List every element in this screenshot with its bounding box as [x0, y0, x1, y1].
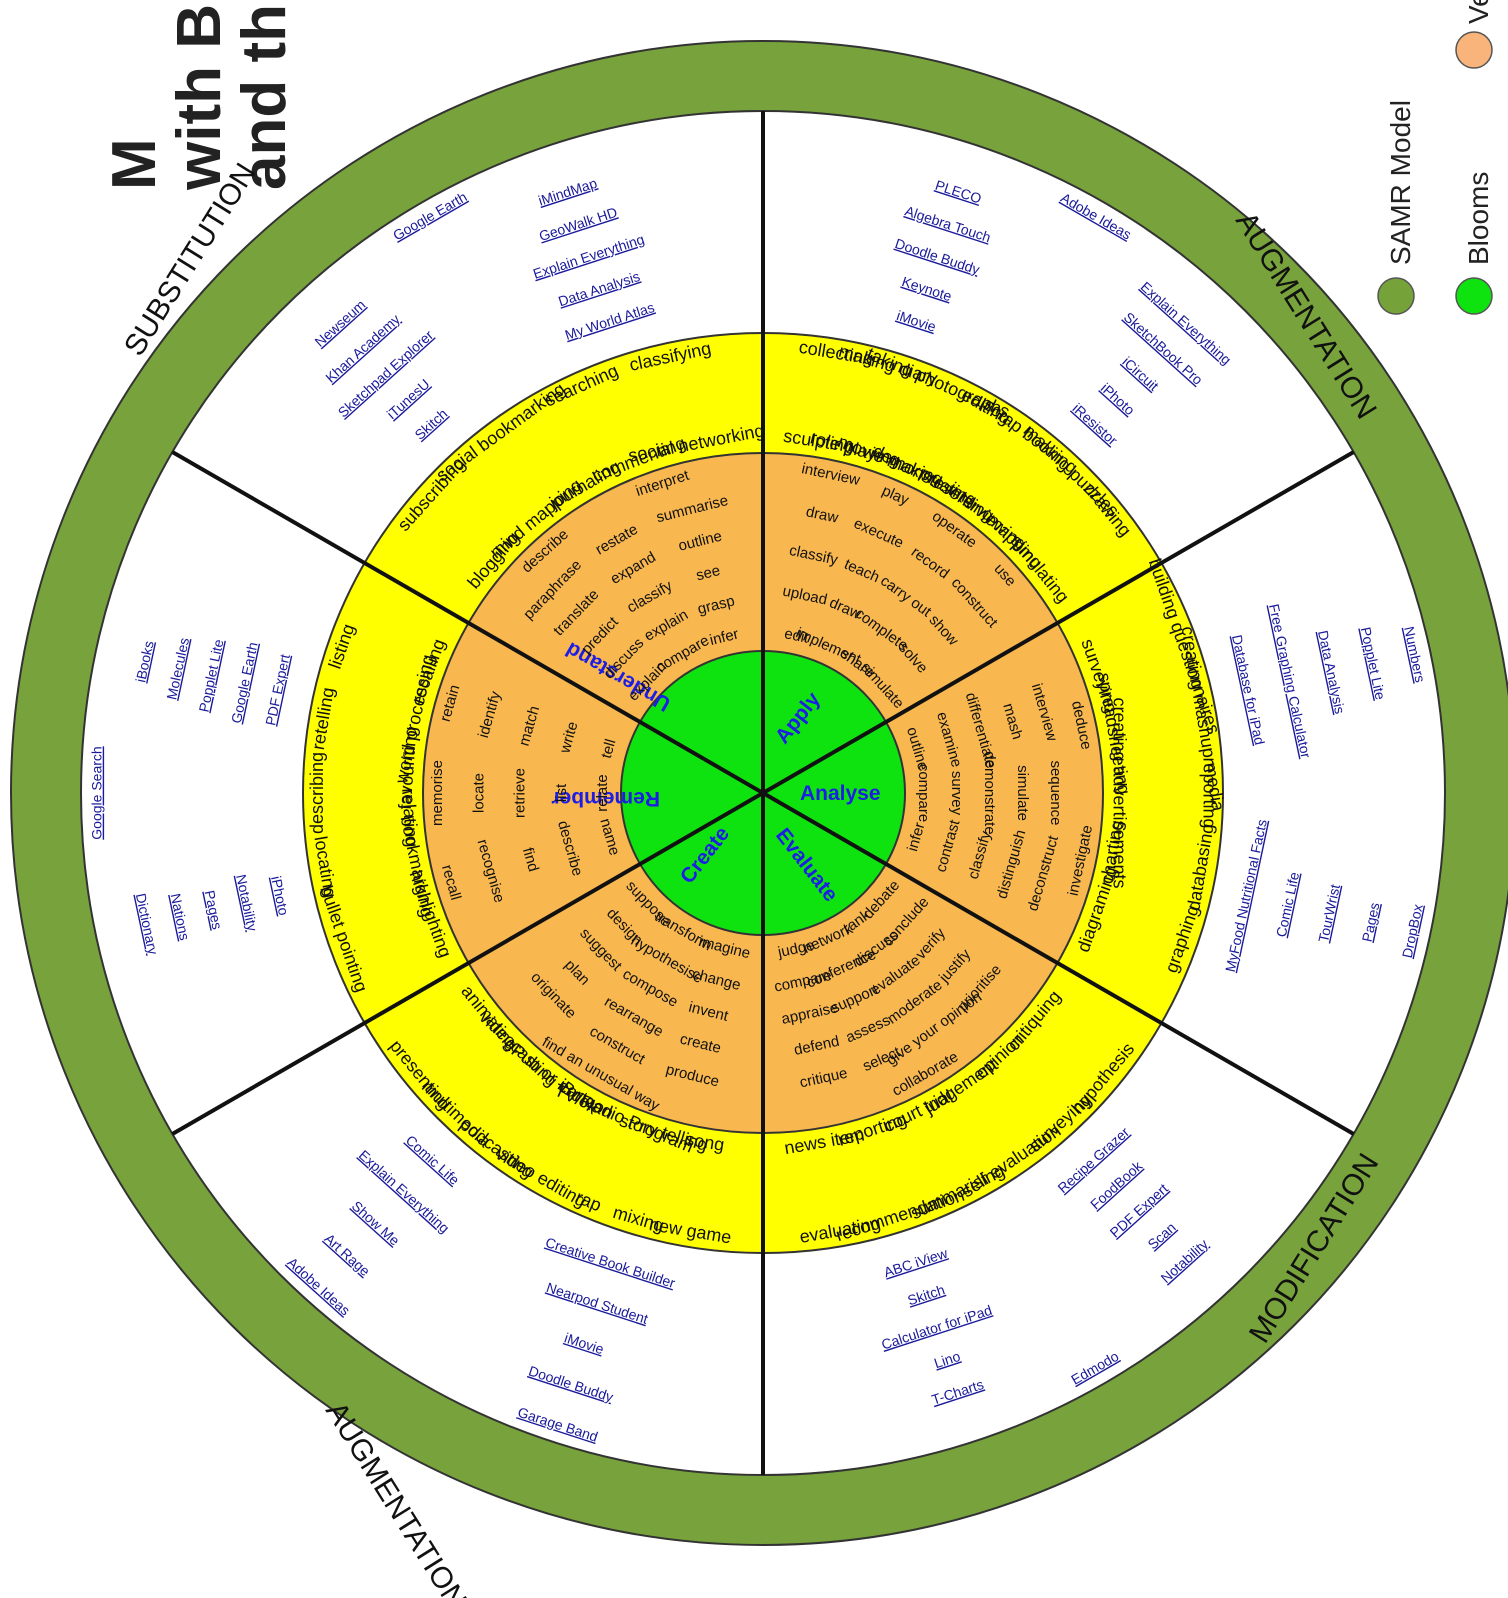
verb-remember-item: retrieve: [511, 768, 528, 818]
activity-analyse-item: reporting: [1199, 757, 1219, 828]
title-line-3: and th: [230, 4, 290, 190]
title-line-1: M: [100, 138, 169, 190]
legend: SAMR Model Blooms Ve: [1377, 0, 1494, 315]
app-remember-item[interactable]: Google Search: [89, 746, 105, 839]
sector-dividers: [171, 111, 1355, 1475]
verb-remember-item: relate: [594, 774, 611, 812]
verb-remember-item: locate: [470, 773, 487, 813]
legend-swatch-blooms: [1455, 277, 1493, 315]
legend-swatch-verbs: [1455, 31, 1493, 69]
title-block: M with B and th: [0, 0, 290, 190]
legend-label-samr: SAMR Model: [1385, 100, 1416, 265]
verb-understand-item: see: [694, 562, 722, 584]
verb-understand-item: infer: [708, 626, 740, 650]
sector-divider: [171, 791, 765, 1136]
verb-remember-item: find: [519, 846, 542, 874]
verb-apply-item: draw: [804, 503, 840, 526]
blooms-analyse: Analyse: [800, 782, 881, 805]
verb-analyse-item: survey: [948, 771, 965, 816]
legend-label-blooms: Blooms: [1463, 172, 1494, 265]
legend-label-verbs: Ve: [1463, 0, 1494, 24]
legend-swatch-samr: [1377, 277, 1415, 315]
blooms-remember: Remember: [551, 787, 660, 810]
verb-analyse-item: demonstrate: [981, 751, 998, 834]
title-line-2: with B: [165, 4, 234, 190]
verb-analyse-item: sequence: [1047, 760, 1064, 825]
verb-analyse-item: compare: [915, 764, 932, 822]
sector-divider: [171, 450, 765, 795]
verb-remember-item: memorise: [429, 760, 446, 826]
activity-remember-item: describing: [307, 752, 327, 834]
sector-divider: [761, 791, 1355, 1136]
verb-remember-item: tell: [598, 737, 620, 760]
app-evaluate-item[interactable]: Lino: [932, 1348, 962, 1371]
activity-remember-item: relating: [398, 788, 422, 848]
sector-divider: [761, 450, 1355, 795]
verb-analyse-item: simulate: [1014, 765, 1031, 821]
verb-remember-item: list: [553, 783, 570, 802]
verb-apply-item: edit: [783, 625, 811, 647]
activity-analyse-item: creating advertisements: [1109, 697, 1129, 888]
